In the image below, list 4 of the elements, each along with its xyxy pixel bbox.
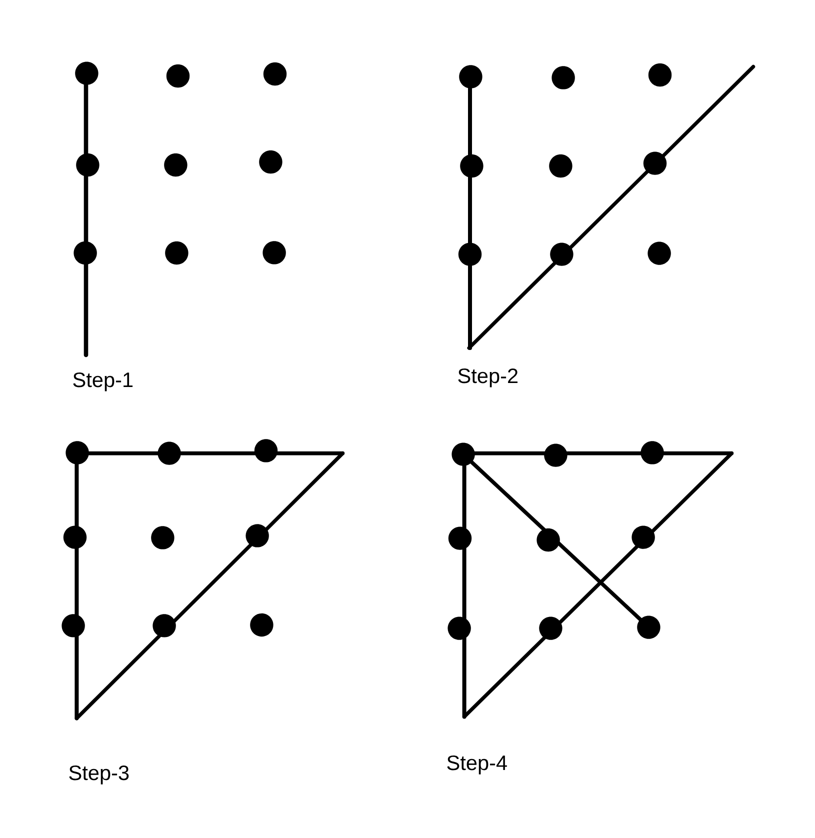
step-label: Step-2 — [458, 368, 518, 388]
step-label: Step-3 — [69, 765, 129, 784]
step-label: Step-4 — [447, 755, 507, 774]
step-label: Step-1 — [73, 372, 133, 392]
